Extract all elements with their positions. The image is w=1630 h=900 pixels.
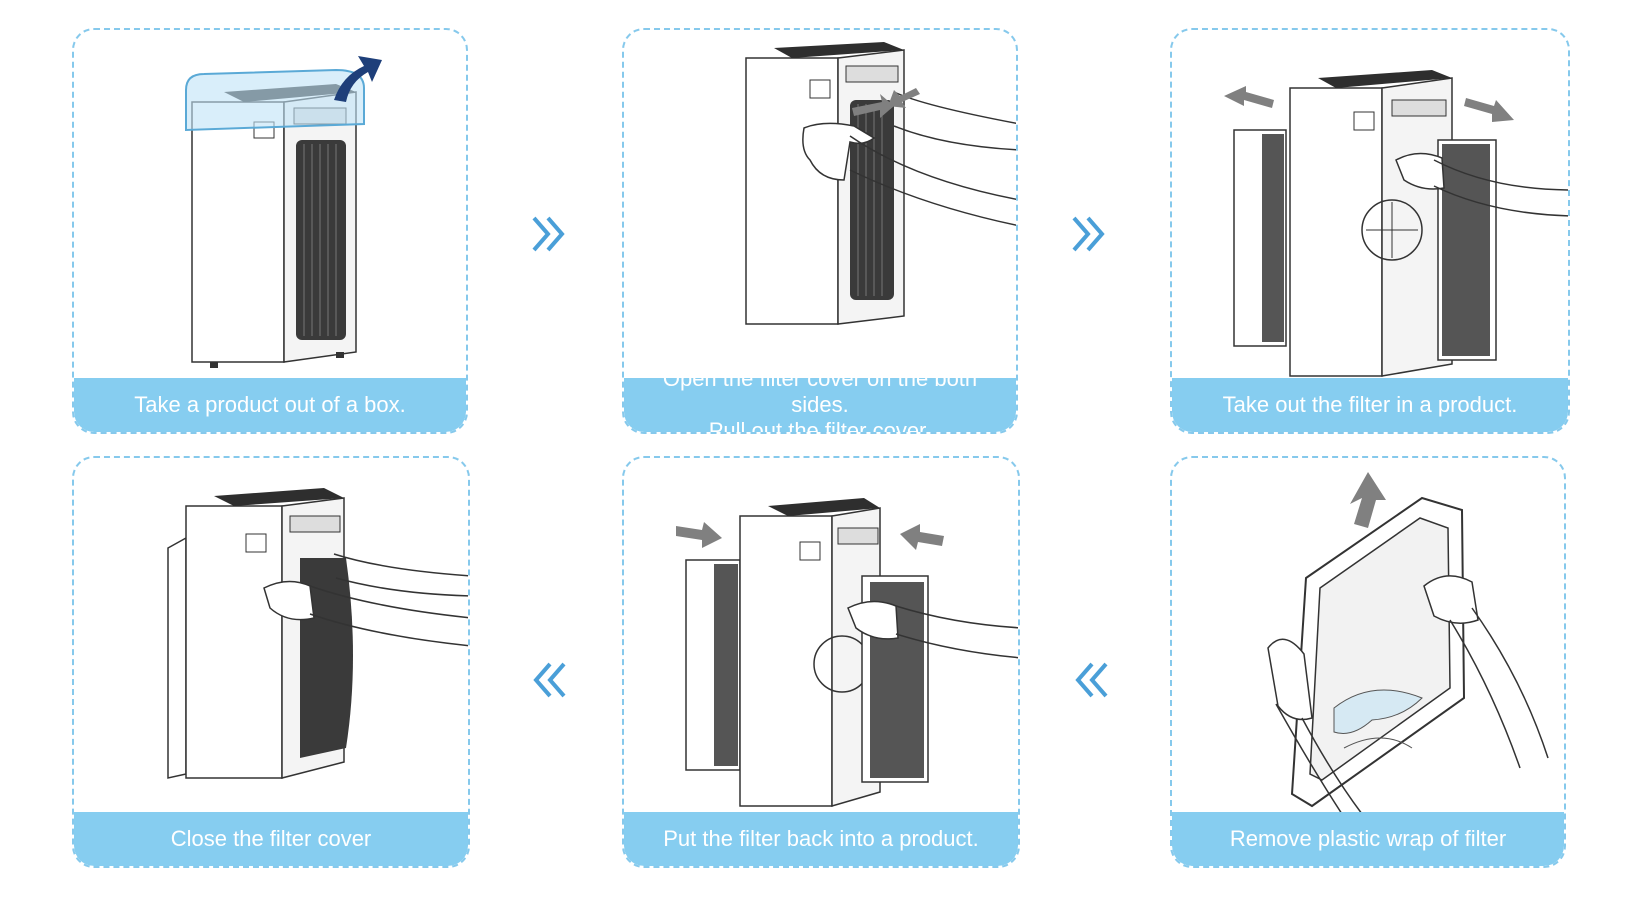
step-6-caption: Close the filter cover — [74, 812, 468, 866]
step-5-caption: Put the filter back into a product. — [624, 812, 1018, 866]
step-3-illustration — [1172, 30, 1568, 376]
step-2-illustration — [624, 30, 1016, 376]
step-1-caption: Take a product out of a box. — [74, 378, 466, 432]
step-5-illustration — [624, 458, 1018, 810]
step-4-caption: Remove plastic wrap of filter — [1172, 812, 1564, 866]
arrow-icon — [1350, 472, 1386, 528]
chevron-double-right-icon — [1068, 212, 1112, 256]
step-1-illustration — [74, 30, 466, 376]
step-card-1: Take a product out of a box. — [72, 28, 468, 434]
step-2-caption: Open the filter cover on the both sides.… — [624, 378, 1016, 432]
arrow-icon — [1224, 86, 1274, 108]
arrow-icon — [676, 522, 722, 548]
arrow-icon — [1464, 98, 1514, 122]
step-card-6: Close the filter cover — [72, 456, 470, 868]
arrow-icon — [900, 524, 944, 550]
step-3-caption: Take out the filter in a product. — [1172, 378, 1568, 432]
step-card-2: Open the filter cover on the both sides.… — [622, 28, 1018, 434]
chevron-double-left-icon — [526, 658, 570, 702]
step-4-illustration — [1172, 458, 1564, 810]
step-card-3: Take out the filter in a product. — [1170, 28, 1570, 434]
step-card-5: Put the filter back into a product. — [622, 456, 1020, 868]
step-6-illustration — [74, 458, 468, 810]
chevron-double-right-icon — [528, 212, 572, 256]
step-card-4: Remove plastic wrap of filter — [1170, 456, 1566, 868]
chevron-double-left-icon — [1068, 658, 1112, 702]
